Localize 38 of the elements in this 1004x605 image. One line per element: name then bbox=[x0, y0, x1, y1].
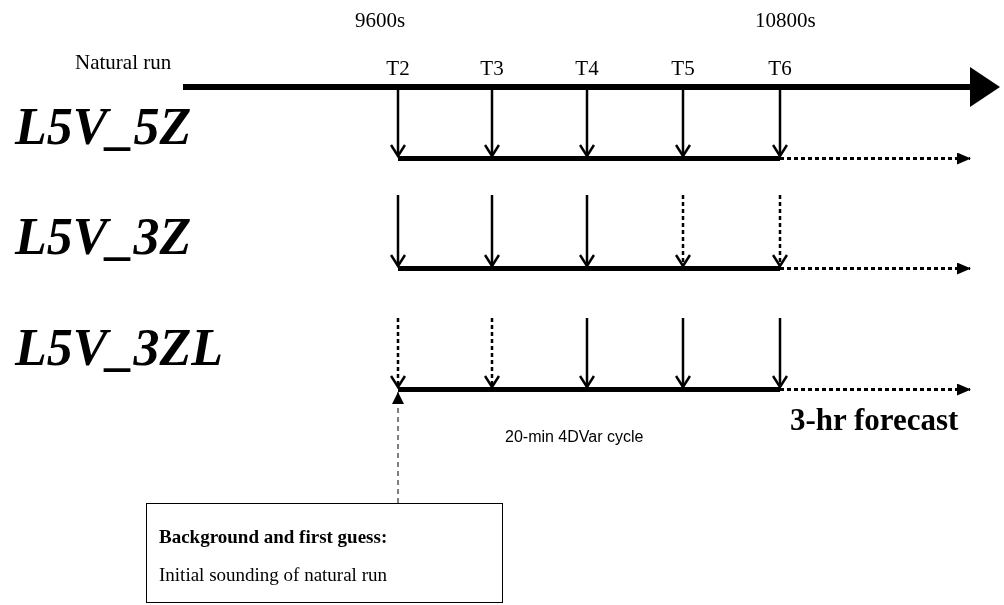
arrow bbox=[389, 90, 407, 158]
arrow bbox=[578, 318, 596, 389]
note-heading: Background and first guess: bbox=[159, 526, 389, 548]
arrow bbox=[578, 90, 596, 158]
arrow bbox=[389, 318, 407, 389]
arrow bbox=[780, 152, 971, 165]
axis-label: Natural run bbox=[75, 50, 172, 75]
tick-label: T3 bbox=[479, 56, 505, 81]
arrow bbox=[771, 90, 789, 158]
arrow bbox=[578, 195, 596, 268]
cycle-bar bbox=[398, 156, 780, 161]
arrow bbox=[780, 262, 971, 275]
arrow bbox=[483, 318, 501, 389]
tick-label: T2 bbox=[385, 56, 411, 81]
arrow bbox=[674, 90, 692, 158]
tick-label: 9600s bbox=[355, 8, 406, 33]
cycle-bar bbox=[398, 387, 780, 392]
arrow bbox=[771, 318, 789, 389]
row-label: L5V_3Z bbox=[15, 207, 192, 266]
arrow bbox=[674, 195, 692, 268]
leader-line bbox=[392, 391, 404, 504]
arrow bbox=[771, 195, 789, 268]
arrow bbox=[674, 318, 692, 389]
note-text: Initial sounding of natural run bbox=[159, 564, 388, 586]
note-box bbox=[146, 503, 503, 603]
cycle-bar bbox=[398, 266, 780, 271]
tick-label: T5 bbox=[670, 56, 696, 81]
tick-label: T6 bbox=[767, 56, 793, 81]
cycle-label: 20-min 4DVar cycle bbox=[505, 428, 644, 446]
row-label: L5V_3ZL bbox=[15, 318, 223, 377]
forecast-label: 3-hr forecast bbox=[790, 402, 959, 438]
arrow bbox=[389, 195, 407, 268]
tick-label: T4 bbox=[574, 56, 600, 81]
row-label: L5V_5Z bbox=[15, 97, 192, 156]
arrow bbox=[780, 383, 971, 396]
arrow bbox=[483, 195, 501, 268]
arrow bbox=[483, 90, 501, 158]
tick-label: 10800s bbox=[755, 8, 816, 33]
